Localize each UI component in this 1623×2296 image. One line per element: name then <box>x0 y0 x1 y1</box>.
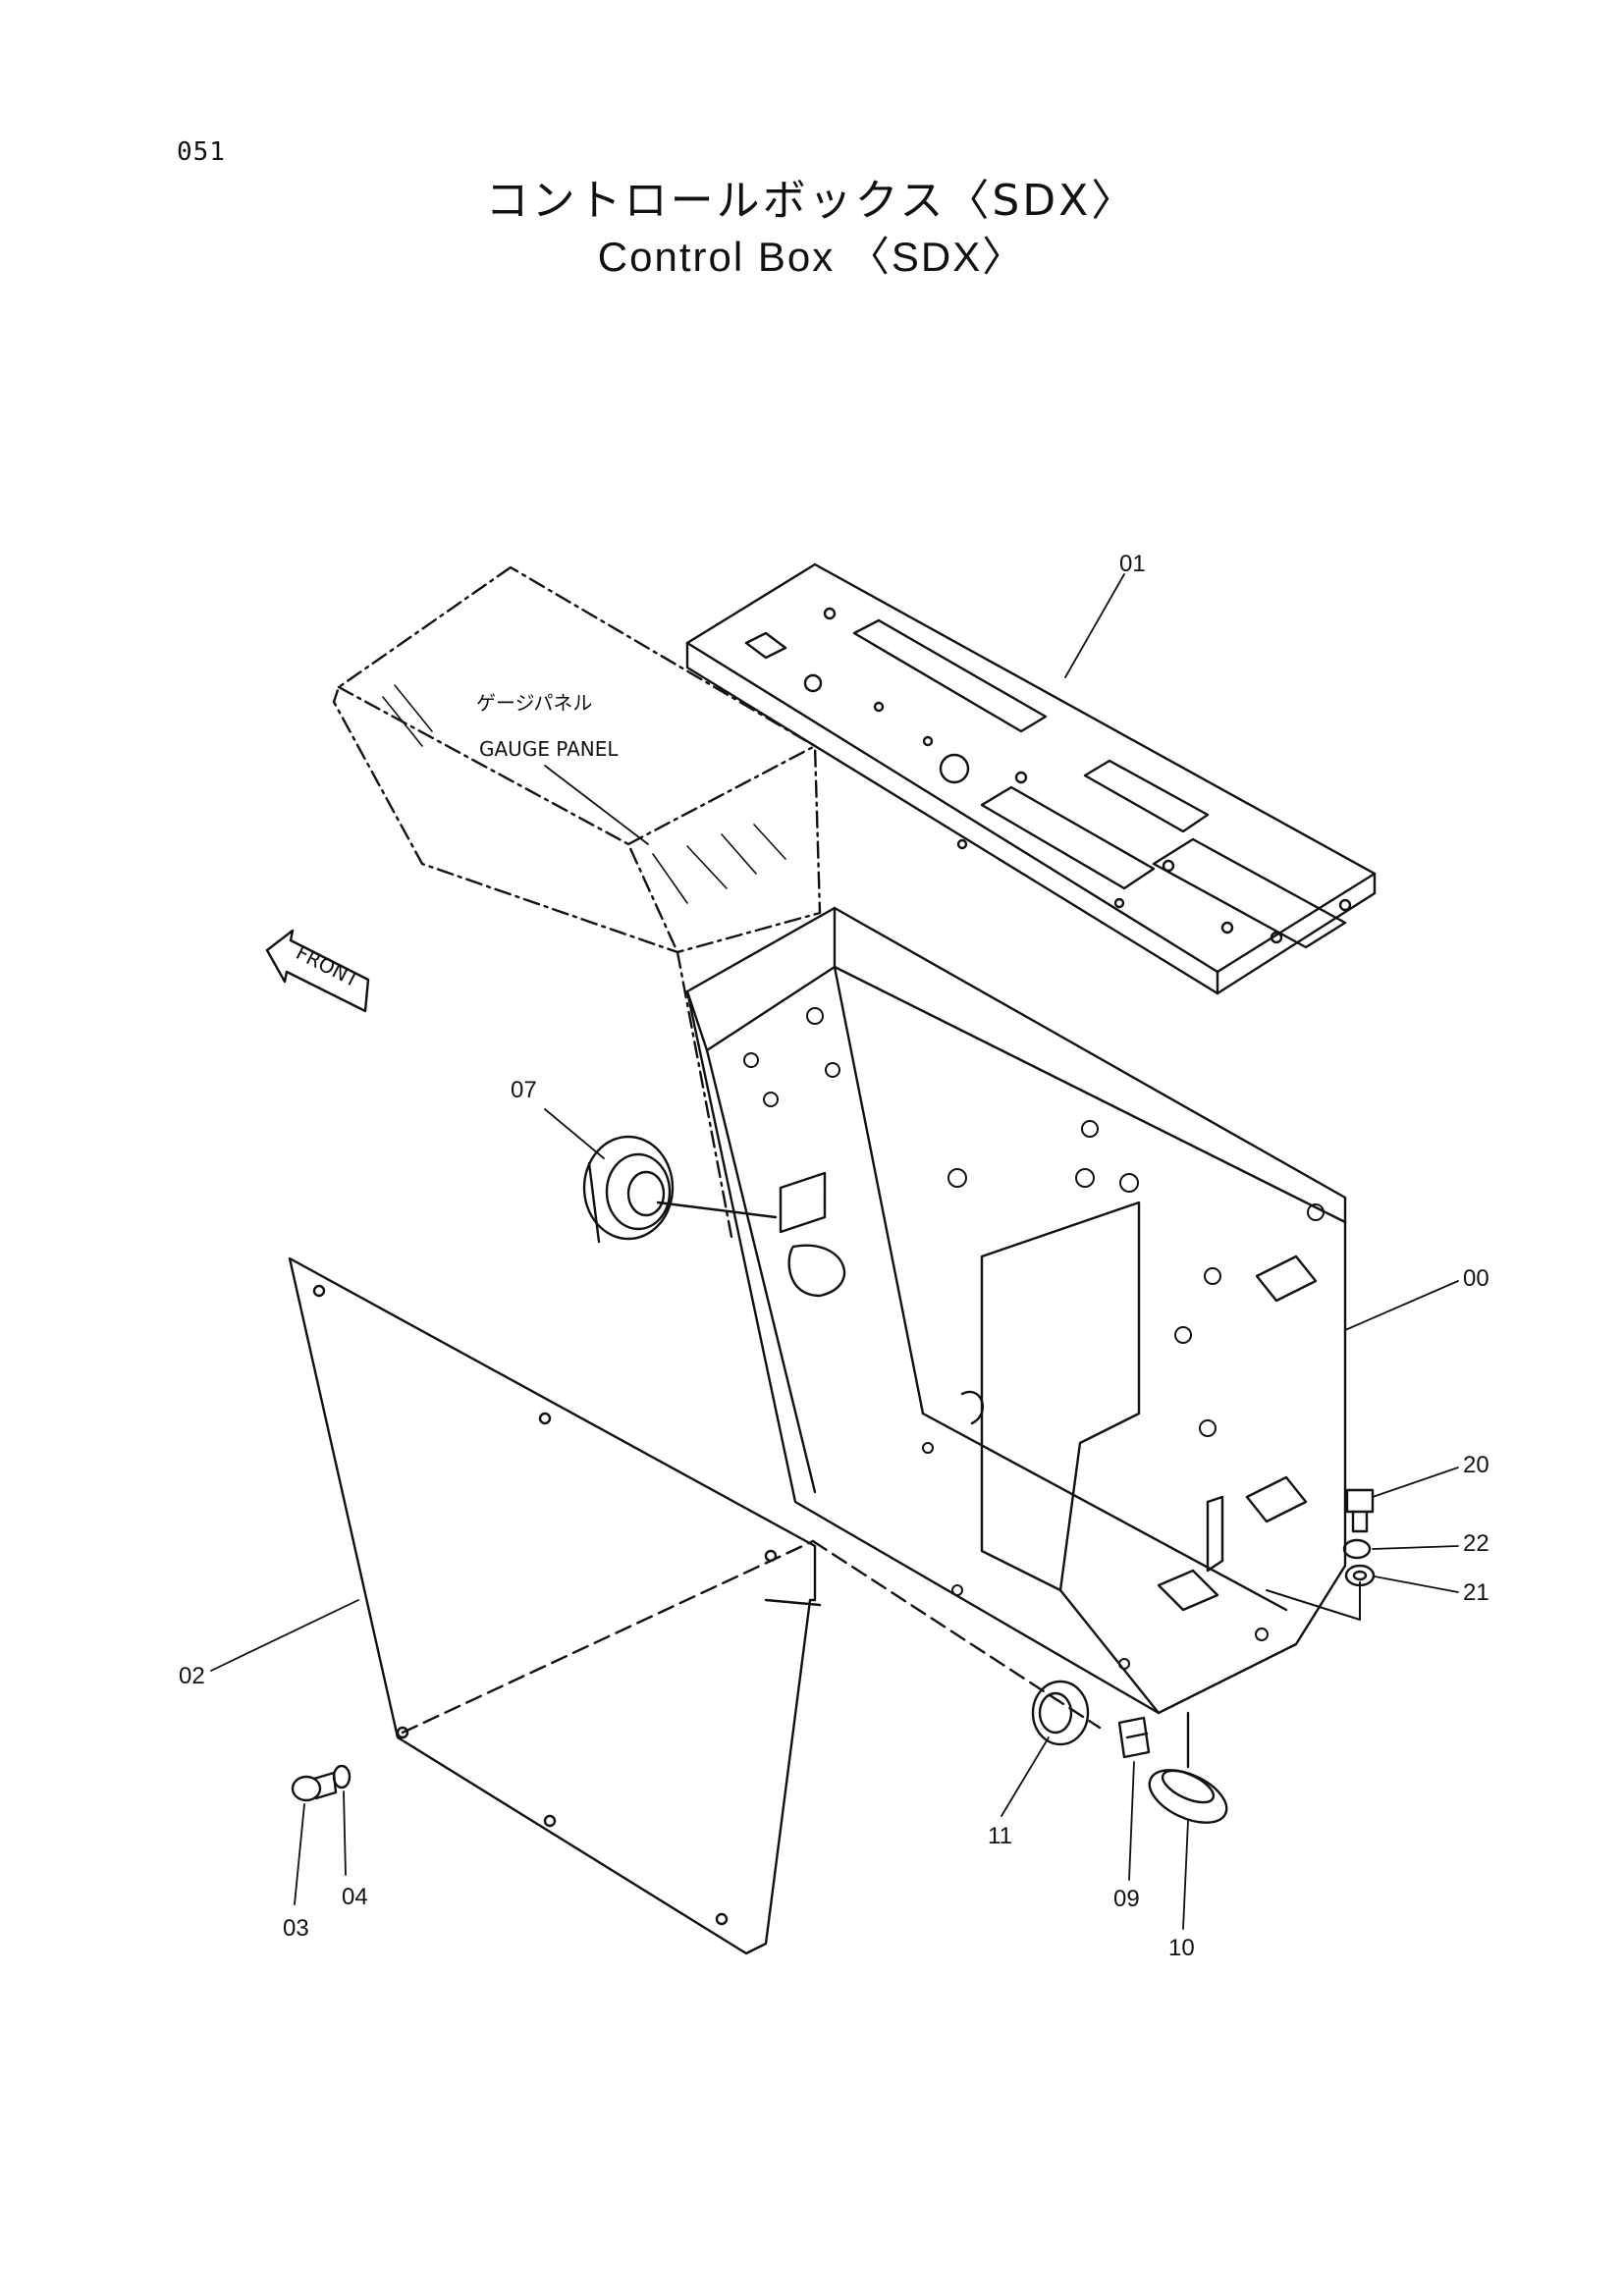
title-english: Control Box 〈SDX〉 <box>597 234 1026 280</box>
grommet-07 <box>582 1135 778 1244</box>
callout-10: 10 <box>1168 1935 1195 1961</box>
top-cover-plate <box>685 562 1377 995</box>
front-arrow-label: FRONT <box>293 940 363 992</box>
side-cover-plate <box>288 1256 1102 1955</box>
gauge-panel-label-jp: ゲージパネル <box>476 691 592 715</box>
washer-22 <box>1342 1538 1372 1560</box>
bolt-03 <box>291 1771 338 1802</box>
gauge-panel-hatching <box>382 684 786 904</box>
title-japanese: コントロールボックス〈SDX〉 <box>485 176 1138 226</box>
callout-00: 00 <box>1463 1265 1489 1292</box>
gauge-panel-outline <box>332 565 822 1239</box>
front-arrow-icon <box>265 929 370 1013</box>
callout-04: 04 <box>342 1884 368 1910</box>
callout-22: 22 <box>1463 1530 1489 1557</box>
leader-lines <box>210 573 1459 1930</box>
callout-01: 01 <box>1119 551 1146 577</box>
grommet-10 <box>1148 1711 1228 1824</box>
bolt-20 <box>1345 1488 1375 1533</box>
grommet-11 <box>1031 1680 1090 1746</box>
callout-11: 11 <box>988 1823 1012 1849</box>
callout-07: 07 <box>511 1077 537 1103</box>
callout-21: 21 <box>1463 1579 1489 1606</box>
callout-02: 02 <box>179 1663 205 1689</box>
control-box-body <box>685 906 1347 1715</box>
washer-04 <box>332 1764 352 1789</box>
gauge-panel-label-en: GAUGE PANEL <box>479 737 619 761</box>
page-number: 051 <box>177 137 226 167</box>
nut-09 <box>1117 1716 1151 1759</box>
callout-03: 03 <box>283 1915 309 1942</box>
callout-09: 09 <box>1113 1886 1140 1912</box>
callout-20: 20 <box>1463 1452 1489 1478</box>
gauge-panel-leader <box>544 765 649 845</box>
